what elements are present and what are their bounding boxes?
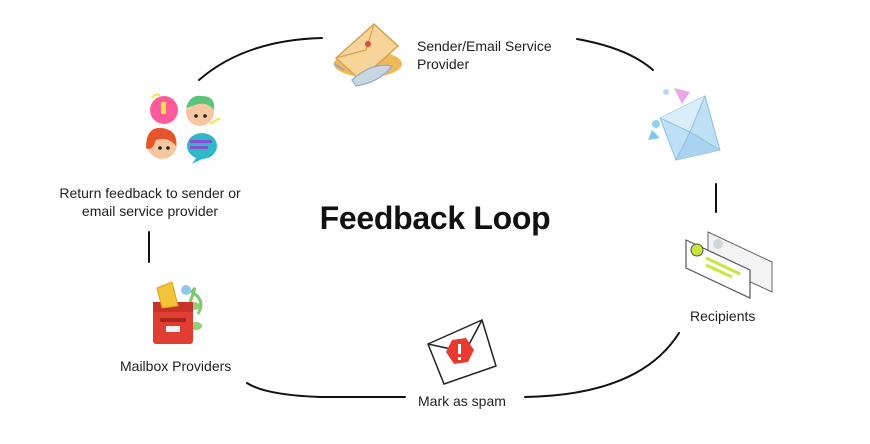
open-envelope-icon — [648, 88, 721, 161]
connector-feedback-to-sender — [198, 37, 323, 81]
feedback-label: Return feedback to sender or email servi… — [59, 185, 241, 219]
spam-label: Mark as spam — [418, 393, 506, 409]
mailbox-label: Mailbox Providers — [120, 358, 232, 374]
connector-sender-to-email — [576, 38, 654, 71]
connector-recipients-to-spam — [524, 332, 680, 398]
spam-envelope-icon — [427, 318, 497, 385]
page-title: Feedback Loop — [319, 200, 551, 236]
envelope-airplane-icon — [333, 22, 402, 87]
people-chat-icon — [146, 93, 221, 164]
recipients-label: Recipients — [690, 308, 756, 324]
contact-cards-icon — [685, 231, 773, 299]
connector-spam-to-mailbox — [246, 382, 406, 398]
sender-label: Sender/Email Service Provider — [417, 38, 552, 72]
mailbox-icon — [153, 281, 203, 344]
